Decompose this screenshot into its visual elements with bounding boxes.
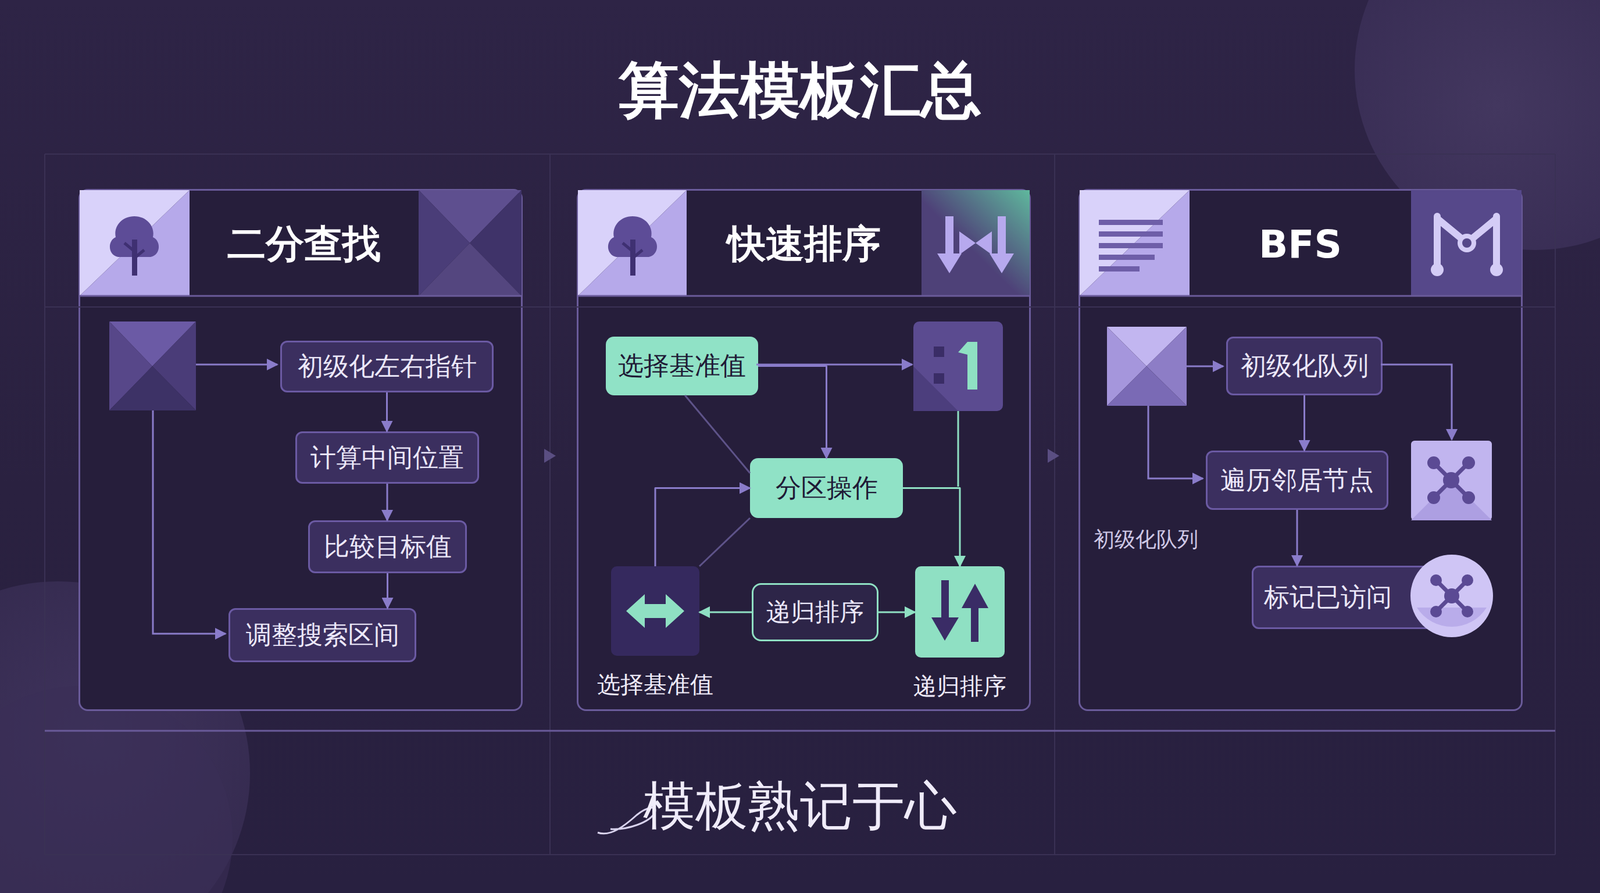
- box-text: 分区操作: [775, 470, 878, 506]
- process-box: 标记已访问: [1251, 565, 1441, 630]
- process-box: 调整搜索区间: [228, 608, 417, 663]
- pointer-mark: [544, 448, 556, 463]
- outlined-box: 递归排序: [751, 583, 879, 642]
- caption-text: 模板熟记于心: [0, 774, 1600, 838]
- box-text: 遍历邻居节点: [1220, 463, 1374, 498]
- icon-tile: 选择基准值: [611, 566, 700, 656]
- process-box: 初级化左右指针: [280, 340, 494, 393]
- box-text: 计算中间位置: [310, 440, 464, 475]
- box-text: 比较目标值: [323, 529, 452, 564]
- panel-heading: BFS: [1190, 190, 1411, 298]
- icon-symbol: [915, 566, 1005, 658]
- icon-symbol: [611, 566, 700, 656]
- separator-line: [44, 730, 1556, 732]
- grid-lines: [44, 154, 1556, 855]
- panel-card: 二分查找初级化左右指针计算中间位置比较目标值调整搜索区间: [78, 188, 523, 712]
- box-text: 初级化队列: [1240, 348, 1369, 384]
- process-box: 初级化队列: [1226, 336, 1383, 396]
- box-text: 调整搜索区间: [245, 618, 400, 653]
- box-text: 递归排序: [766, 595, 864, 629]
- highlight-box: 分区操作: [750, 458, 903, 519]
- box-text: 初级化左右指针: [297, 349, 477, 384]
- box-text: 标记已访问: [1263, 580, 1392, 615]
- highlight-box: 选择基准值: [605, 336, 759, 396]
- process-box: 比较目标值: [308, 520, 467, 574]
- pointer-mark: [1047, 448, 1060, 463]
- panel-card: BFS初级化队列遍历邻居节点标记已访问: [1078, 188, 1523, 712]
- panel-card: 快速排序选择基准值分区操作选择基准值递归排序递归排序: [576, 188, 1031, 712]
- free-label: 初级化队列: [1093, 525, 1199, 555]
- panel-heading: 二分查找: [189, 190, 419, 298]
- icon-tile: 递归排序: [915, 566, 1005, 658]
- icon-label: 选择基准值: [597, 668, 714, 701]
- title-text: 算法模板汇总: [0, 54, 1600, 127]
- process-box: 计算中间位置: [295, 431, 480, 484]
- process-box: 遍历邻居节点: [1205, 450, 1389, 510]
- icon-label: 递归排序: [913, 670, 1007, 703]
- box-text: 选择基准值: [618, 348, 746, 384]
- panel-heading: 快速排序: [687, 190, 921, 298]
